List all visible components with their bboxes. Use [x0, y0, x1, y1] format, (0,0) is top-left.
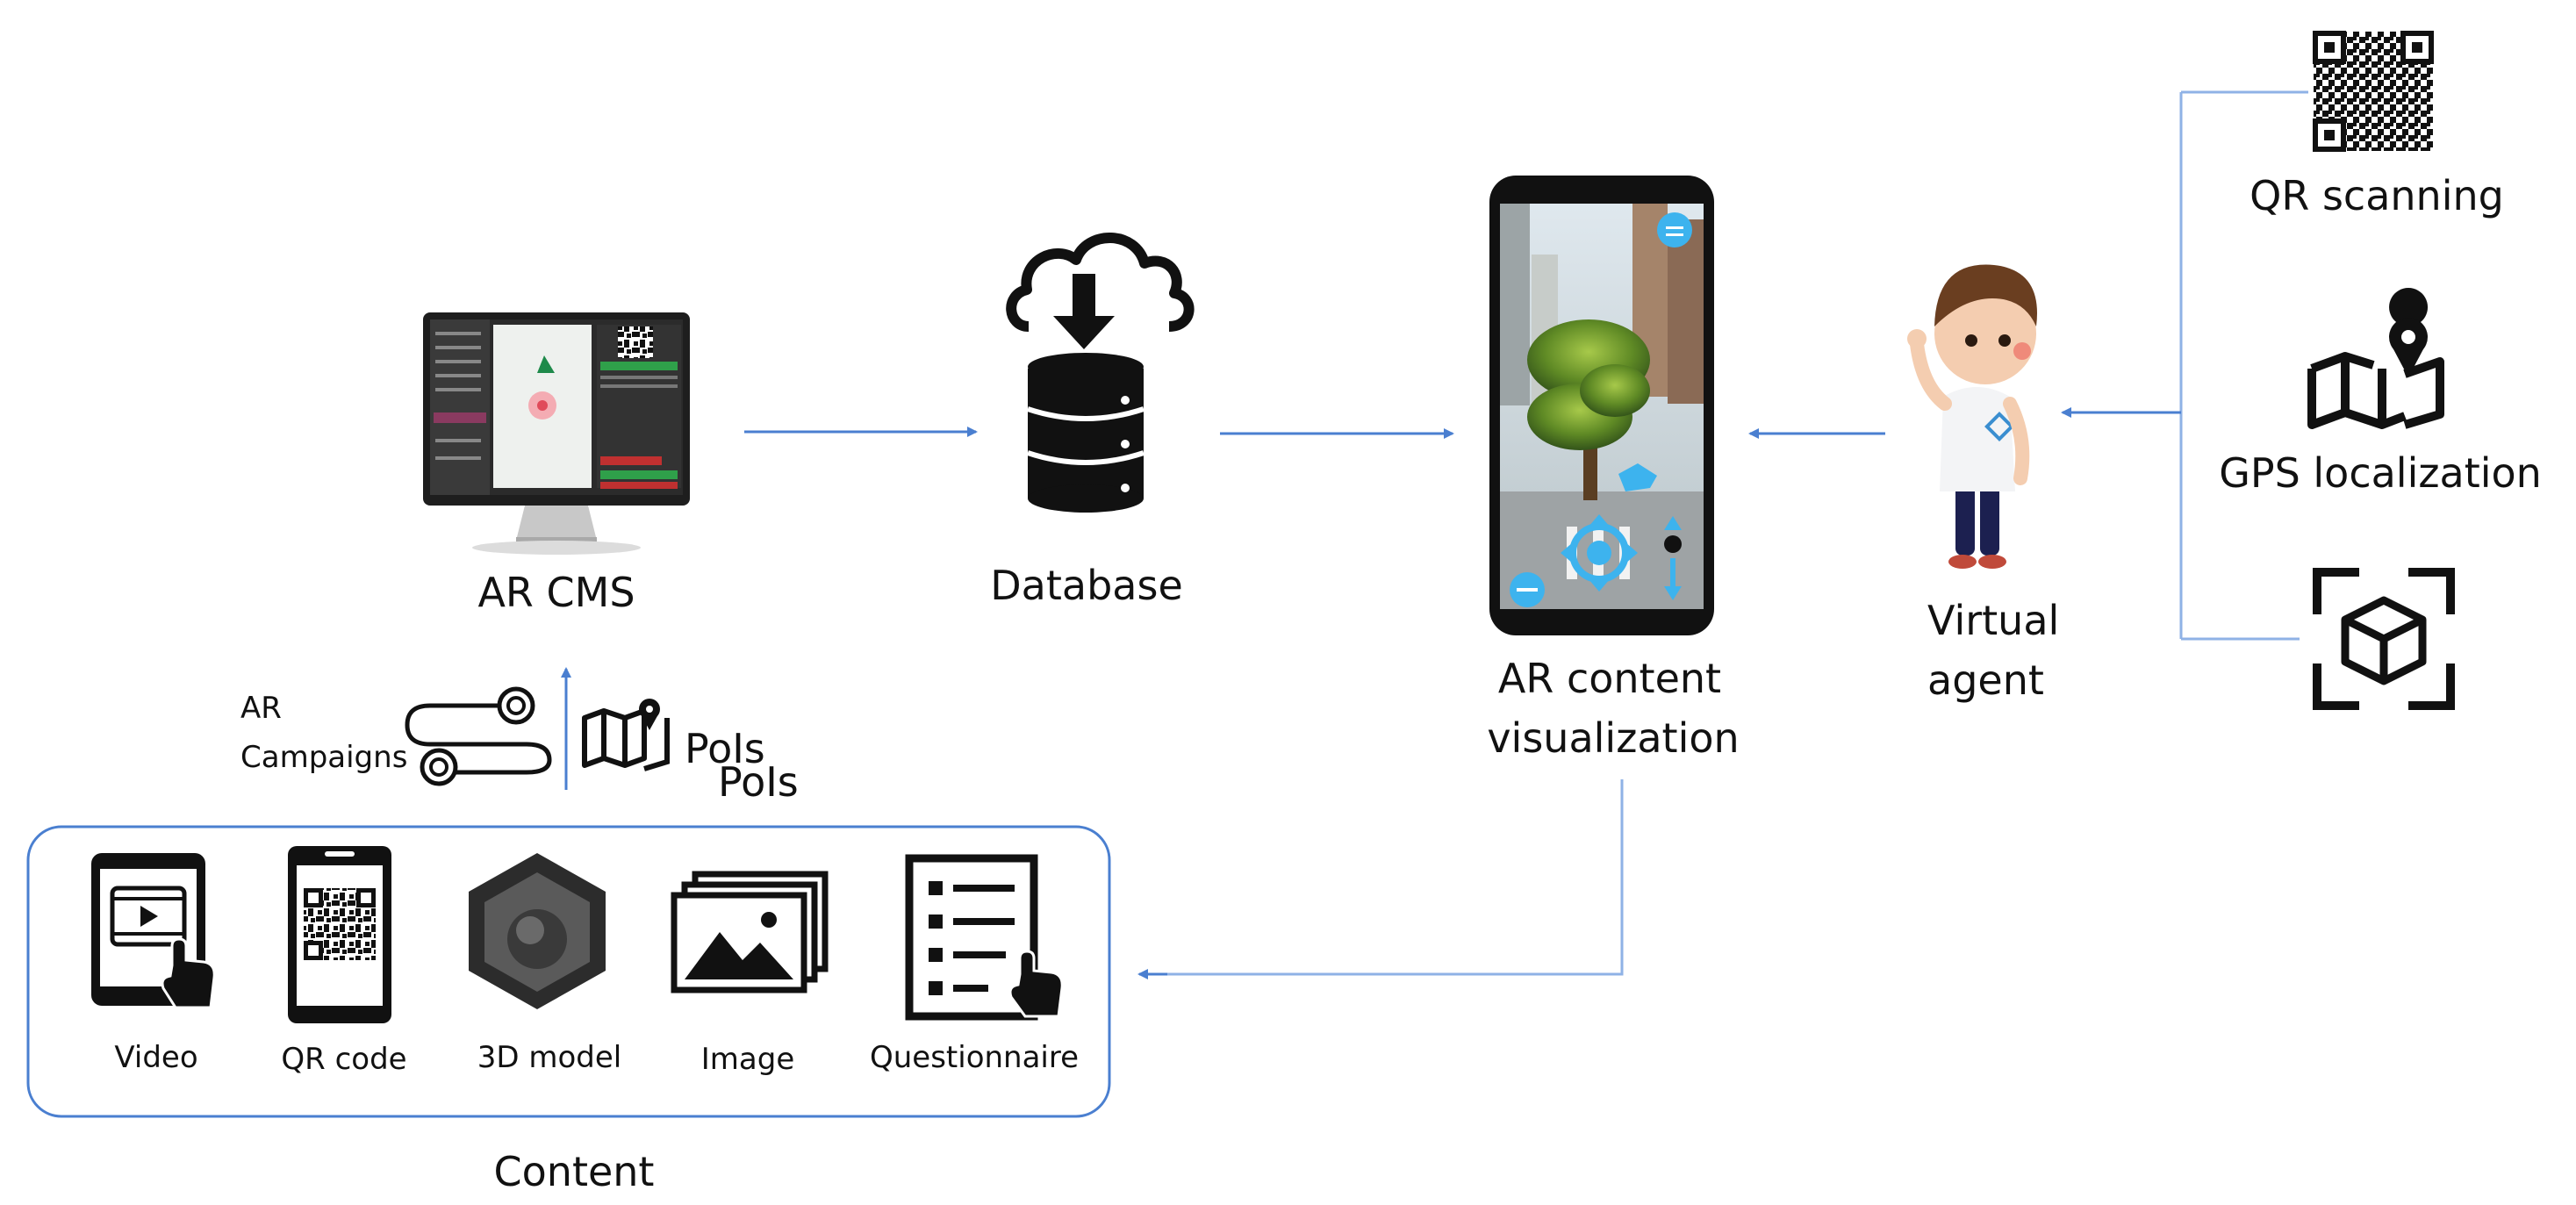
- ar-cube-icon: [2313, 568, 2455, 710]
- content-item-label-3d-model: 3D model: [477, 1040, 622, 1075]
- pois-label: PoIs: [685, 725, 765, 772]
- ar-cms-label: AR CMS: [477, 569, 635, 616]
- smartphone-ar-icon: [1489, 176, 1714, 635]
- ar-campaigns-label-line2: Campaigns: [240, 740, 408, 775]
- content-item-label-qr-code: QR code: [281, 1042, 407, 1077]
- content-box-title: Content: [493, 1148, 655, 1195]
- connector-ar-view-to-content: [1137, 779, 1624, 979]
- content-item-label-video: Video: [114, 1040, 198, 1075]
- monitor-icon: [423, 312, 690, 555]
- ar-campaigns-label-line1: AR: [240, 691, 282, 726]
- route-icon: [405, 686, 552, 786]
- content-item-label-image: Image: [700, 1042, 795, 1077]
- content-item-label-questionnaire: Questionnaire: [869, 1040, 1080, 1075]
- map-pin-icon: [582, 699, 670, 771]
- pois-label-duplicate: PoIs: [718, 758, 799, 806]
- 3d-model-icon: [469, 853, 606, 1009]
- virtual-agent-label-line2: agent: [1927, 656, 2044, 704]
- connector-sources-bracket: [2061, 90, 2308, 641]
- cloud-database-icon: [1006, 233, 1195, 513]
- qr-code-icon: [2313, 31, 2434, 152]
- virtual-agent-figure: [1907, 264, 2037, 569]
- qr-phone-icon: [288, 846, 391, 1023]
- gps-localization-label: GPS localization: [2219, 449, 2542, 497]
- image-icon: [671, 871, 829, 993]
- qr-scanning-label: QR scanning: [2250, 172, 2504, 219]
- database-label: Database: [990, 562, 1183, 609]
- virtual-agent-label-line1: Virtual: [1927, 597, 2060, 644]
- map-pin-icon: [2307, 288, 2444, 429]
- ar-visualization-label-line2: visualization: [1487, 714, 1740, 762]
- video-icon: [91, 853, 216, 1009]
- questionnaire-icon: [905, 854, 1064, 1021]
- content-box: [26, 825, 1111, 1118]
- ar-visualization-label-line1: AR content: [1497, 655, 1722, 702]
